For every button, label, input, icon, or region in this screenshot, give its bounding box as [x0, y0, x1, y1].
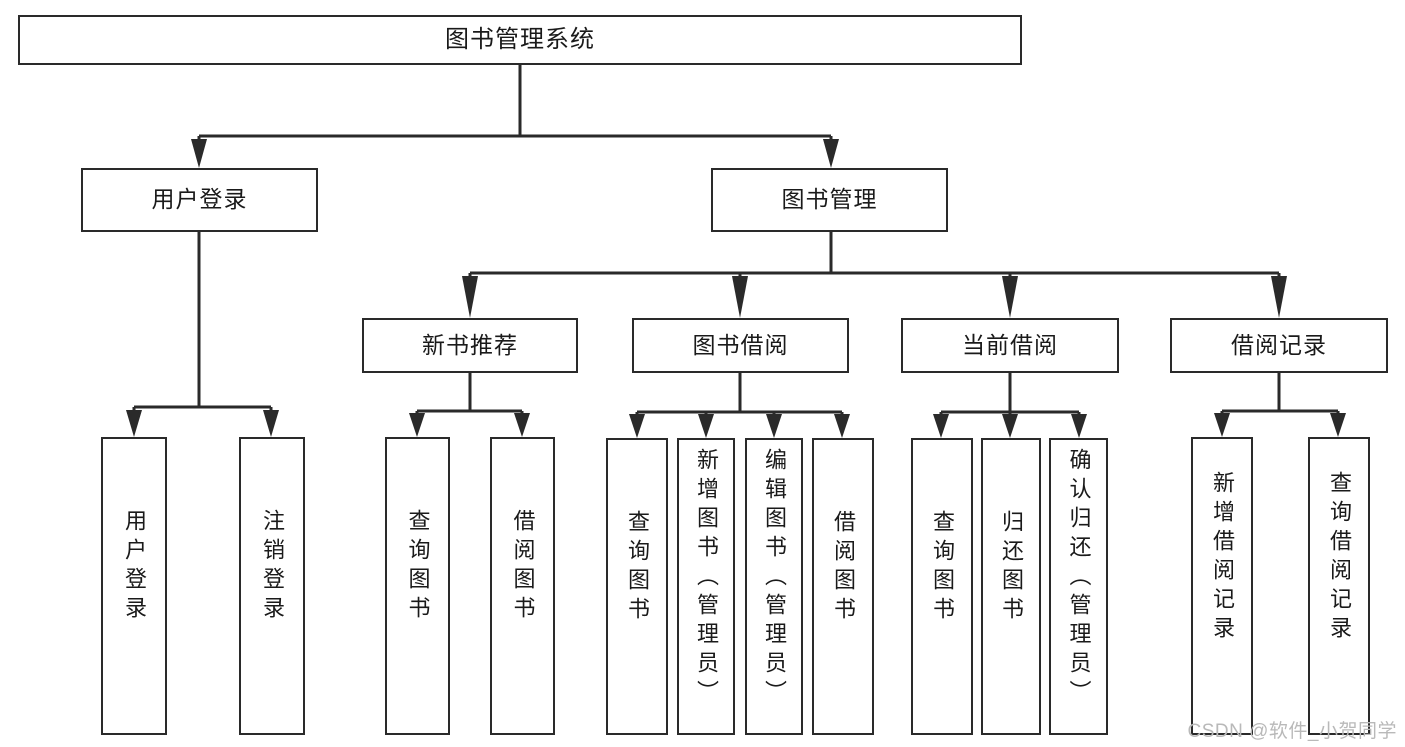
node-borrow-record[interactable]: 借阅记录: [1170, 318, 1388, 373]
node-current-borrow[interactable]: 当前借阅: [901, 318, 1119, 373]
node-label: 编辑图书（管理员）: [762, 448, 787, 709]
node-label: 查询图书: [930, 510, 955, 626]
node-leaf-borrow-book-1[interactable]: 借阅图书: [490, 437, 555, 735]
node-leaf-return-book[interactable]: 归还图书: [981, 438, 1041, 735]
node-label: 注销登录: [260, 509, 285, 625]
node-label: 新书推荐: [422, 331, 518, 358]
node-leaf-borrow-book-2[interactable]: 借阅图书: [812, 438, 874, 735]
node-label: 新增借阅记录: [1210, 471, 1235, 645]
node-label: 图书管理系统: [445, 25, 595, 53]
node-label: 新增图书（管理员）: [694, 448, 719, 709]
node-label: 借阅记录: [1231, 331, 1327, 358]
node-label: 查询借阅记录: [1327, 471, 1352, 645]
node-label: 确认归还（管理员）: [1066, 448, 1092, 709]
node-label: 当前借阅: [962, 331, 1058, 358]
node-leaf-query-record[interactable]: 查询借阅记录: [1308, 437, 1370, 735]
node-label: 借阅图书: [831, 510, 856, 626]
node-new-book-recommend[interactable]: 新书推荐: [362, 318, 578, 373]
node-leaf-logout-login[interactable]: 注销登录: [239, 437, 305, 735]
node-leaf-confirm-return[interactable]: 确认归还（管理员）: [1049, 438, 1108, 735]
node-leaf-user-login[interactable]: 用户登录: [101, 437, 167, 735]
node-label: 借阅图书: [510, 509, 536, 625]
node-leaf-add-book[interactable]: 新增图书（管理员）: [677, 438, 735, 735]
node-label: 查询图书: [625, 510, 650, 626]
node-label: 查询图书: [405, 509, 431, 625]
node-leaf-query-book-3[interactable]: 查询图书: [911, 438, 973, 735]
node-label: 用户登录: [151, 186, 248, 213]
node-leaf-add-record[interactable]: 新增借阅记录: [1191, 437, 1253, 735]
node-root-system[interactable]: 图书管理系统: [18, 15, 1022, 65]
node-label: 归还图书: [999, 510, 1024, 626]
node-leaf-query-book-2[interactable]: 查询图书: [606, 438, 668, 735]
node-user-login[interactable]: 用户登录: [81, 168, 318, 232]
node-book-manage[interactable]: 图书管理: [711, 168, 948, 232]
node-leaf-edit-book[interactable]: 编辑图书（管理员）: [745, 438, 803, 735]
node-label: 图书借阅: [692, 331, 789, 358]
node-book-borrow[interactable]: 图书借阅: [632, 318, 849, 373]
node-leaf-query-book-1[interactable]: 查询图书: [385, 437, 450, 735]
watermark-text: CSDN @软件_小贺同学: [1187, 721, 1397, 742]
node-label: 用户登录: [122, 509, 147, 625]
node-label: 图书管理: [781, 186, 878, 213]
